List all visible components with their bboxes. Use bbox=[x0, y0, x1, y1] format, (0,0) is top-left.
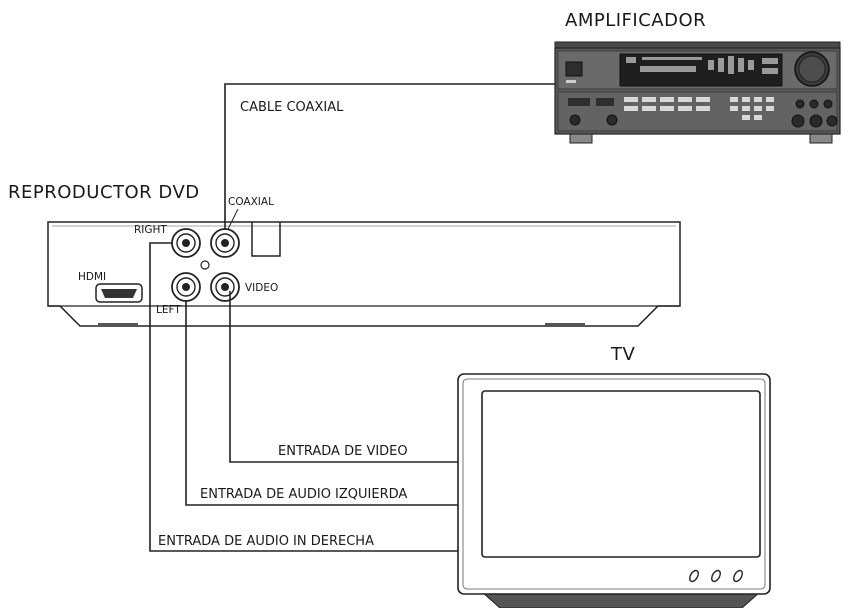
amplifier: AMPLIFICADOR bbox=[554, 10, 841, 144]
right-label: RIGHT bbox=[134, 224, 167, 236]
coaxial-cable-label: CABLE COAXIAL bbox=[240, 100, 344, 115]
amplifier-title: AMPLIFICADOR bbox=[565, 10, 706, 31]
audio-right-in-label: ENTRADA DE AUDIO IN DERECHA bbox=[158, 534, 374, 549]
tv-buttons bbox=[689, 569, 743, 583]
dvd-player: REPRODUCTOR DVD HDMI RIGHT COAXIAL bbox=[8, 182, 681, 327]
tv-title: TV bbox=[610, 344, 635, 365]
audio-left-in-label: ENTRADA DE AUDIO IZQUIERDA bbox=[200, 487, 407, 502]
video-in-label: ENTRADA DE VIDEO bbox=[278, 444, 408, 459]
video-label: VIDEO bbox=[245, 282, 278, 294]
hdmi-label: HDMI bbox=[78, 271, 106, 283]
left-label: LEFT bbox=[156, 304, 181, 316]
tv: TV bbox=[457, 344, 771, 608]
dvd-title: REPRODUCTOR DVD bbox=[8, 182, 200, 203]
video-jack bbox=[210, 272, 240, 302]
coaxial-jack bbox=[210, 228, 240, 258]
left-audio-jack bbox=[171, 272, 201, 302]
video-cable bbox=[229, 291, 462, 463]
right-audio-jack bbox=[171, 228, 201, 258]
coaxial-label: COAXIAL bbox=[228, 196, 274, 208]
left-audio-cable bbox=[185, 301, 462, 506]
right-audio-cable bbox=[149, 242, 462, 552]
coaxial-cable bbox=[224, 83, 555, 229]
hdmi-port bbox=[95, 283, 143, 303]
cables: CABLE COAXIAL ENTRADA DE VIDEO ENTRADA D… bbox=[149, 83, 555, 552]
